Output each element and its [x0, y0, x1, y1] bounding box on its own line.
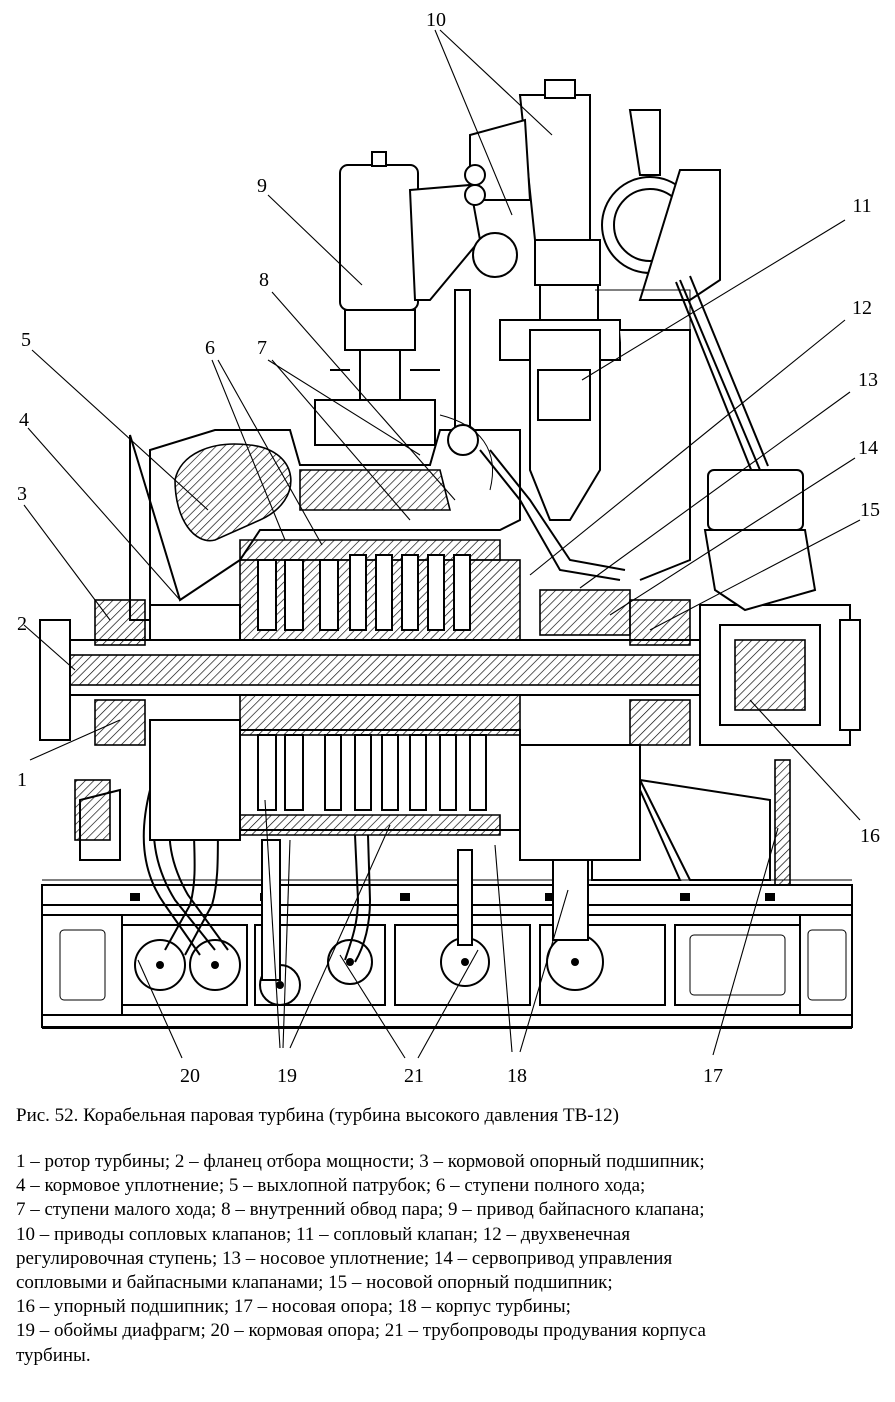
callout-18: 18: [507, 1065, 527, 1087]
callout-numbers: 10 9 8 5 6 7 11 12 13 14 15 4 3 2 1 16 2…: [17, 9, 880, 1087]
callout-3: 3: [17, 483, 27, 505]
drain-flanges: [134, 933, 604, 1006]
leader-lines: [23, 29, 861, 1059]
callout-12: 12: [852, 297, 872, 319]
legend-line: 10 – приводы сопловых клапанов; 11 – соп…: [16, 1223, 631, 1245]
legend-line: турбины.: [16, 1344, 91, 1366]
callout-7: 7: [257, 337, 267, 359]
callout-19: 19: [277, 1065, 297, 1087]
legend-line: 4 – кормовое уплотнение; 5 – выхлопной п…: [16, 1175, 646, 1197]
callout-16: 16: [860, 825, 880, 847]
legend-line: 16 – упорный подшипник; 17 – носовая опо…: [16, 1296, 571, 1318]
callout-4: 4: [19, 409, 29, 431]
callout-13: 13: [858, 369, 878, 391]
legend-line: 19 – обоймы диафрагм; 20 – кормовая опор…: [16, 1320, 706, 1342]
callout-8: 8: [259, 269, 269, 291]
bearings: [94, 589, 861, 746]
valve-actuators: [314, 79, 817, 612]
callout-15: 15: [860, 499, 880, 521]
callout-9: 9: [257, 175, 267, 197]
callout-17: 17: [703, 1065, 723, 1087]
rotor: [39, 554, 711, 811]
callout-21: 21: [404, 1065, 424, 1087]
legend-line: сопловыми и байпасными клапанами; 15 – н…: [16, 1272, 613, 1294]
callout-6: 6: [205, 337, 215, 359]
legend-line: 7 – ступени малого хода; 8 – внутренний …: [16, 1199, 705, 1221]
callout-14: 14: [858, 437, 878, 459]
turbine-drawing: 10 9 8 5 6 7 11 12 13 14 15 4 3 2 1 16 2…: [17, 9, 880, 1087]
callout-20: 20: [180, 1065, 200, 1087]
callout-11: 11: [852, 195, 871, 217]
legend: 1 – ротор турбины; 2 – фланец отбора мощ…: [16, 1150, 886, 1368]
turbine-casing: [129, 429, 641, 861]
callout-1: 1: [17, 769, 27, 791]
callout-5: 5: [21, 329, 31, 351]
figure-caption: Рис. 52. Корабельная паровая турбина (ту…: [16, 1105, 619, 1126]
legend-line: регулировочная ступень; 13 – носовое упл…: [16, 1247, 673, 1269]
callout-10: 10: [426, 9, 446, 31]
callout-2: 2: [17, 613, 27, 635]
legend-line: 1 – ротор турбины; 2 – фланец отбора мощ…: [16, 1151, 705, 1172]
